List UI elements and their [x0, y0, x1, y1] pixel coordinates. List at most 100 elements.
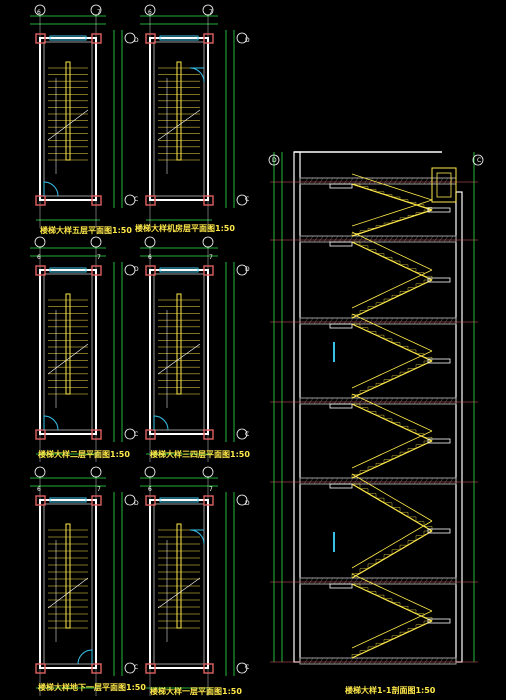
floor-hatch [343, 317, 349, 325]
floor-hatch [368, 577, 374, 585]
stair-step [376, 334, 385, 339]
floor-hatch [353, 177, 359, 185]
floor-hatch [443, 477, 449, 485]
axis-label: 7 [97, 9, 101, 16]
stair-step [352, 183, 361, 187]
floor-hatch [348, 577, 354, 585]
floor-hatch [378, 235, 384, 243]
floor-hatch [433, 235, 439, 243]
stair-step [415, 212, 424, 216]
stair-step [423, 279, 432, 284]
floor-hatch [393, 657, 399, 665]
floor-hatch [368, 177, 374, 185]
floor-hatch [328, 477, 334, 485]
axis-bubble [90, 4, 102, 16]
stair-step [383, 554, 392, 560]
stair-step [352, 241, 361, 246]
axis-label: C [477, 157, 481, 164]
floor-hatch [413, 317, 419, 325]
axis-bubbles: 6 7 D C 6 7 D C 6 7 D C 6 7 D C 6 7 D C [37, 9, 481, 671]
floor-hatch [393, 235, 399, 243]
axis-label: D [272, 157, 277, 164]
handrail [65, 293, 71, 395]
axis-bubble [472, 154, 484, 166]
stair-flight-edge [351, 313, 433, 352]
wall [149, 37, 209, 201]
stair-plans [30, 4, 248, 696]
floor-hatch [303, 397, 309, 405]
stair-step [359, 568, 368, 574]
column [91, 429, 102, 440]
floor-hatch [343, 477, 349, 485]
floor-hatch [358, 477, 364, 485]
floor-hatch [438, 397, 444, 405]
floor-hatch [448, 317, 454, 325]
floor-hatch [428, 657, 434, 665]
axis-bubble [236, 32, 248, 44]
roof-box-inner [436, 172, 452, 198]
floor-hatch [388, 235, 394, 243]
floor-hatch [368, 317, 374, 325]
wall [149, 269, 209, 435]
floor-hatch [328, 577, 334, 585]
stair-step [376, 191, 385, 195]
plan-title-5th-floor: 楼梯大样五层平面图1:50 [40, 225, 132, 235]
landing [329, 403, 353, 409]
floor-hatch [378, 397, 384, 405]
stair-step [351, 233, 360, 236]
landing [329, 183, 353, 189]
stair-step [383, 639, 392, 644]
column [203, 429, 214, 440]
floor-hatch [423, 235, 429, 243]
stair-flight-edge [351, 393, 433, 432]
floor-hatch [343, 235, 349, 243]
landing [427, 438, 451, 444]
landing [329, 323, 353, 329]
stair-step [352, 403, 361, 408]
stair-step [368, 188, 377, 192]
axis-bubble [202, 4, 214, 16]
floor-hatch [438, 577, 444, 585]
floor-hatch [403, 397, 409, 405]
floor-hatch [333, 177, 339, 185]
floor-hatch [413, 397, 419, 405]
handrail [176, 523, 182, 629]
floor-hatch [338, 657, 344, 665]
wall [39, 269, 97, 435]
floor-hatch [403, 657, 409, 665]
stair-flight-pair [329, 393, 451, 479]
floor-hatch [368, 657, 374, 665]
handrail [176, 293, 182, 395]
floor-hatch [373, 177, 379, 185]
stair-step [423, 440, 432, 445]
stair-step [400, 512, 409, 517]
stair-step [384, 194, 393, 197]
floor-hatch [308, 235, 314, 243]
column [91, 495, 102, 506]
floor-hatch [308, 657, 314, 665]
floor-hatch [343, 177, 349, 185]
floor-hatch [403, 177, 409, 185]
floor-hatch [318, 657, 324, 665]
floor-hatch [438, 177, 444, 185]
floor-hatch [313, 577, 319, 585]
floor-hatch [318, 477, 324, 485]
landing [427, 358, 451, 364]
floor-hatch [438, 477, 444, 485]
column [35, 33, 46, 44]
stair-step [384, 502, 393, 508]
plan-title-machine-room: 楼梯大样机房层平面图1:50 [135, 223, 235, 233]
floor-hatch [318, 397, 324, 405]
door-swing [43, 181, 59, 197]
stair-step [399, 544, 408, 550]
stair-step [351, 573, 360, 578]
stair-step [384, 598, 393, 603]
floor-hatch [438, 317, 444, 325]
floor-hatch [393, 477, 399, 485]
floor-hatch [438, 657, 444, 665]
door-swing [189, 67, 205, 83]
floor-hatch [348, 317, 354, 325]
stair-step [360, 407, 369, 412]
landing [329, 241, 353, 247]
floor-hatch [418, 397, 424, 405]
